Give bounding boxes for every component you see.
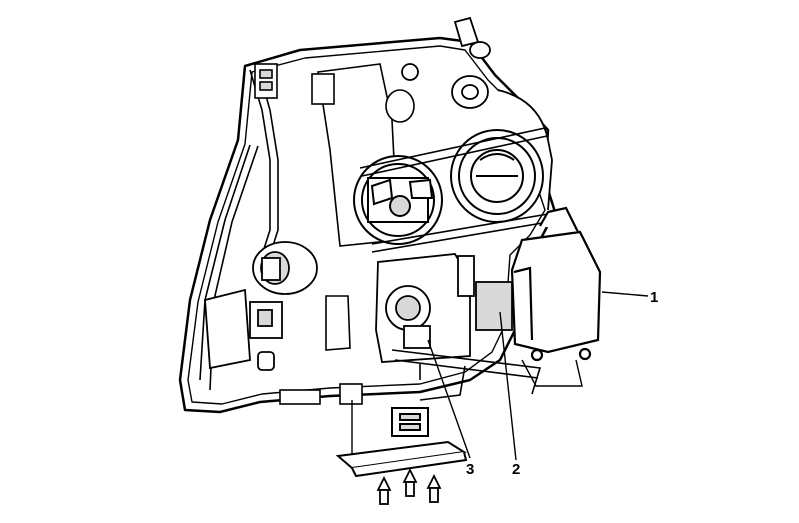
- callout-3: 3: [466, 461, 474, 478]
- side-bracket: [204, 241, 318, 371]
- mounting-rail: [359, 127, 561, 253]
- callout-leaders: [351, 291, 649, 461]
- ballast-module: [510, 206, 602, 362]
- mounting-bracket: [279, 349, 542, 405]
- screw-1: [376, 475, 392, 505]
- fastener-screws: [376, 467, 442, 505]
- screw-2: [402, 467, 418, 497]
- leader-3: [427, 339, 471, 459]
- low-beam-reflector: [450, 129, 544, 223]
- callout-2: 2: [512, 461, 520, 478]
- main-beam-reflector: [353, 155, 443, 245]
- access-cover: [335, 407, 468, 478]
- screw-3: [426, 473, 442, 503]
- lower-bulb-housing: [375, 253, 513, 363]
- leader-bracket: [521, 359, 583, 387]
- callout-1: 1: [650, 289, 658, 306]
- leader-1: [601, 291, 649, 297]
- leader-2: [499, 311, 517, 461]
